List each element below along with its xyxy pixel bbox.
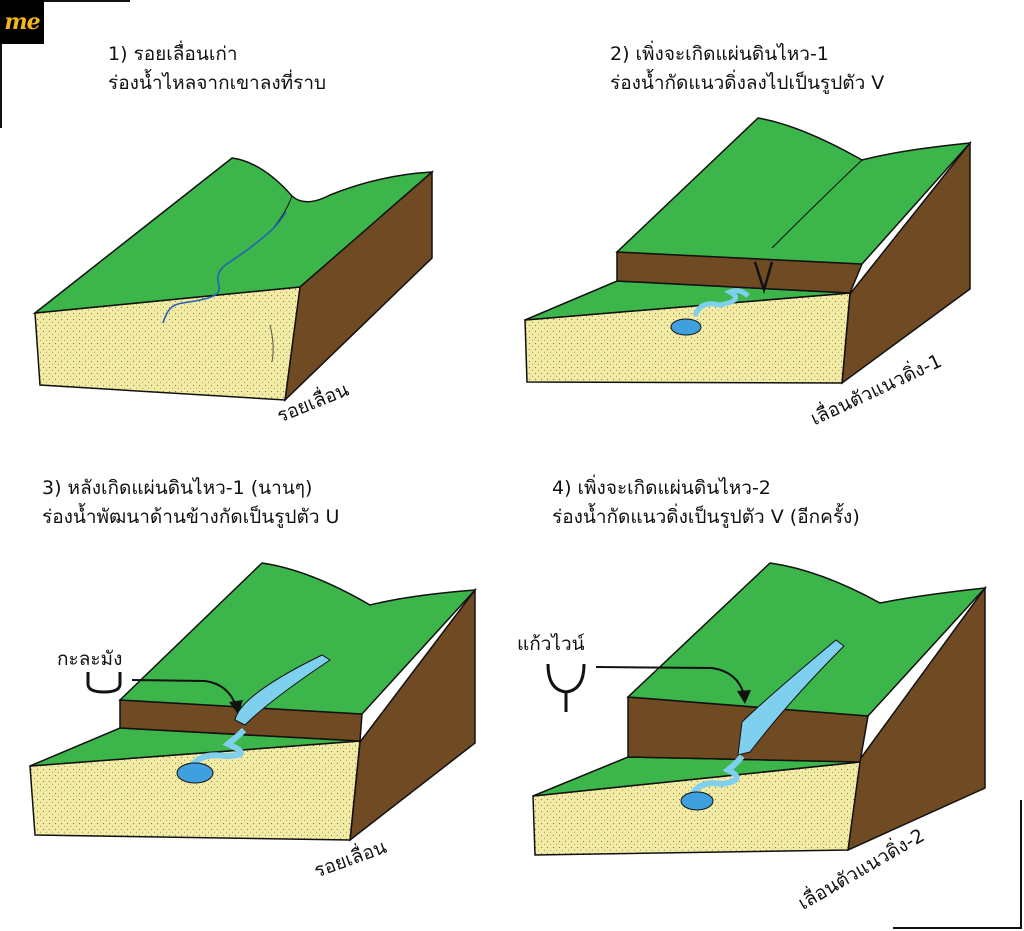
panel-2-upper-grass [615,117,972,265]
panel-4-title: 4) เพิ่งจะเกิดแผ่นดินไหว-2 [552,477,771,499]
panel-4-arrow-head [737,690,751,704]
panel-3-caption: 3) หลังเกิดแผ่นดินไหว-1 (นานๆ) ร่องน้ำพั… [42,474,339,532]
frame-line-left [0,44,2,128]
panel-4-river [689,754,745,797]
panel-3-u-icon [86,672,122,694]
panel-1-caption: 1) รอยเลื่อนเก่า ร่องน้ำไหลจากเขาลงที่รา… [108,40,326,98]
panel-1-grass-top [32,157,435,314]
panel-2-ridge-line [771,159,863,249]
panel-2-subtitle: ร่องน้ำกัดแนวดิ่งลงไปเป็นรูปตัว V [610,72,885,94]
panel-3-pond [176,762,214,784]
panel-2-title: 2) เพิ่งจะเกิดแผ่นดินไหว-1 [610,43,829,65]
panel-1-river [162,211,287,324]
panel-4-v-valley [737,639,845,756]
panel-2-pond [670,318,702,336]
panel-2-river [692,288,750,317]
frame-line-right [1020,800,1022,928]
panel-1-fault-mark [269,324,274,363]
panel-4-shape-label: แก้วไวน์ [517,633,585,655]
frame-line-bottom [893,927,1022,929]
panel-1-title: 1) รอยเลื่อนเก่า [108,43,238,65]
panel-3-shape-label: กะละมัง [57,648,123,670]
panel-3-upper-grass [118,562,477,715]
panel-4-wineglass-icon [546,663,586,712]
panel-4-pond [680,791,714,811]
panel-4-upper-grass [626,562,987,717]
panel-2-v-notch [753,261,774,295]
frame-line-top [44,0,130,2]
panel-1-subtitle: ร่องน้ำไหลจากเขาลงที่ราบ [108,72,327,94]
panel-3-arrow-head [229,700,243,714]
brand-logo: me [0,0,44,44]
panel-4-caption: 4) เพิ่งจะเกิดแผ่นดินไหว-2 ร่องน้ำกัดแนว… [552,474,860,532]
logo-text: me [4,9,40,35]
panel-3-subtitle: ร่องน้ำพัฒนาด้านข้างกัดเป็นรูปตัว U [42,506,340,528]
panel-4-subtitle: ร่องน้ำกัดแนวดิ่งเป็นรูปตัว V (อีกครั้ง) [552,506,860,528]
panel-4-pointer-arrow [595,666,745,696]
panel-3-title: 3) หลังเกิดแผ่นดินไหว-1 (นานๆ) [42,477,313,499]
panel-2-caption: 2) เพิ่งจะเกิดแผ่นดินไหว-1 ร่องน้ำกัดแนว… [610,40,884,98]
panel-3-u-valley [234,654,331,726]
panel-3-river [187,727,247,770]
